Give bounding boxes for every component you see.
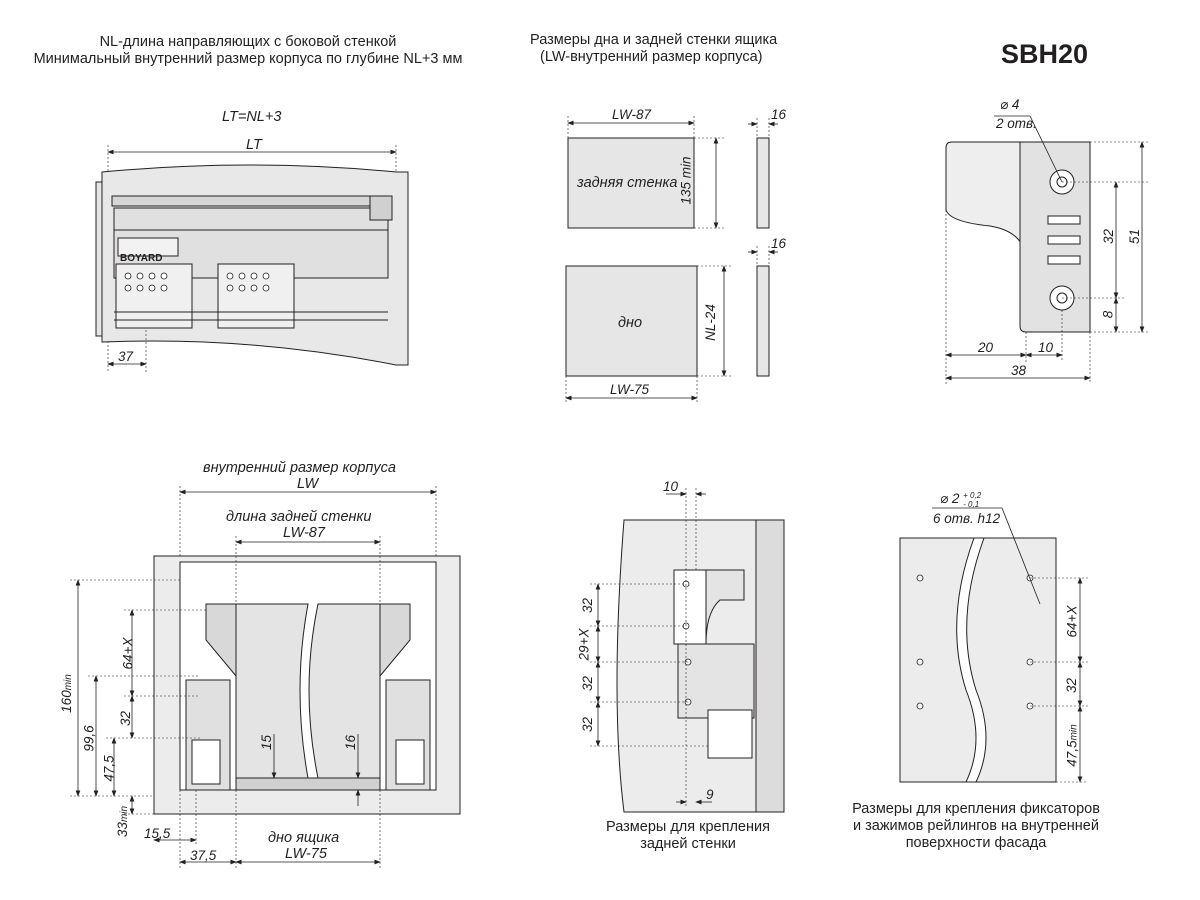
front-dim-99: 99,6 (81, 725, 97, 752)
back-height-label: 135 min (678, 156, 694, 205)
sizes-header-line2: (LW-внутренний размер корпуса) (540, 49, 763, 65)
bottom-panel (565, 265, 698, 377)
mount-dim-10: 10 (663, 479, 679, 494)
bracket-drawing (945, 115, 1150, 384)
front-dim-37-5: 37,5 (190, 848, 217, 863)
front-dim-47: 47,5 (101, 755, 117, 782)
side-view-drawing (95, 145, 409, 372)
bracket-dim-10: 10 (1038, 340, 1054, 355)
front-dim-15: 15 (259, 734, 275, 751)
front-dim-160-value: 160 (58, 690, 74, 713)
bottom-depth-label: NL-24 (702, 304, 718, 341)
facade-dim-47-value: 47,5 (1064, 740, 1080, 767)
bracket-hole-dia: ⌀ 4 (1000, 97, 1020, 112)
front-bottom-lw: LW-75 (285, 846, 327, 862)
facade-dim-47-min: min (1068, 724, 1080, 741)
back-width-label: LW-87 (612, 107, 652, 122)
front-dim-16: 16 (343, 734, 359, 751)
nl-header-line2: Минимальный внутренний размер корпуса по… (33, 51, 463, 67)
lt-formula: LT=NL+3 (222, 109, 282, 125)
front-dim-33-min: min (119, 805, 131, 823)
back-thickness-label: 16 (771, 107, 787, 122)
facade-caption-line3: поверхности фасада (905, 835, 1047, 851)
facade-caption-line2: и зажимов рейлингов на внутренней (853, 818, 1099, 834)
front-bottom-title: дно ящика (268, 830, 340, 846)
bracket-hole-count: 2 отв. (996, 116, 1037, 131)
mount-dim-32c: 32 (580, 716, 596, 733)
front-dim-33: 33min (114, 806, 133, 837)
front-dim-32: 32 (118, 710, 134, 727)
facade-hole-dia-value: ⌀ 2 (940, 491, 960, 506)
lt-label: LT (246, 137, 262, 153)
mount-dim-29x: 29+X (576, 628, 592, 661)
bracket-dim-38: 38 (1011, 363, 1027, 378)
front-dim-160: 160min (58, 674, 77, 713)
bottom-panel-edge (756, 265, 770, 377)
front-view-drawing (70, 486, 461, 868)
mount-caption-line1: Размеры для крепления (606, 819, 770, 835)
front-lw-title: внутренний размер корпуса (203, 460, 396, 476)
nl-header-line1: NL-длина направляющих с боковой стенкой (99, 34, 397, 50)
facade-hole-dia: ⌀ 2 + 0,2- 0,1 (940, 490, 997, 509)
sizes-header-line1: Размеры дна и задней стенки ящика (530, 32, 778, 48)
front-dim-33-value: 33 (115, 822, 131, 838)
mount-dim-9: 9 (706, 787, 714, 802)
facade-dim-32: 32 (1064, 677, 1080, 694)
bracket-dim-51: 51 (1127, 228, 1143, 245)
brand-logo: BOYARD (120, 253, 163, 264)
facade-dim-47: 47,5min (1064, 724, 1083, 766)
back-mount-drawing (590, 488, 785, 813)
facade-tol-plus: + 0,2 (963, 491, 982, 500)
bracket-dim-20: 20 (978, 340, 994, 355)
facade-tol-minus: - 0,1 (963, 500, 980, 509)
back-panel (567, 137, 695, 229)
bottom-panel-label: дно (618, 315, 643, 331)
front-dim-64x: 64+X (120, 637, 136, 670)
back-panel-edge (756, 137, 770, 229)
mount-dim-32b: 32 (580, 675, 596, 692)
mount-dim-32a: 32 (580, 597, 596, 614)
back-panel-label: задняя стенка (577, 175, 678, 191)
front-dim-15-5: 15,5 (144, 826, 171, 841)
bracket-dim-8: 8 (1100, 310, 1116, 319)
bottom-width-label: LW-75 (610, 382, 650, 397)
side-offset-37: 37 (118, 349, 134, 364)
front-back-title: длина задней стенки (226, 509, 372, 525)
facade-caption-line1: Размеры для крепления фиксаторов (852, 801, 1100, 817)
facade-dim-64x: 64+X (1064, 605, 1080, 638)
front-dim-160-min: min (62, 674, 74, 691)
front-back-lw: LW-87 (283, 525, 325, 541)
panels-drawing (565, 116, 778, 404)
bracket-dim-32: 32 (1101, 228, 1117, 245)
facade-drawing (899, 507, 1088, 783)
facade-hole-count: 6 отв. h12 (933, 511, 1001, 526)
front-lw: LW (297, 476, 319, 492)
model-title: SBH20 (1001, 39, 1089, 69)
mount-caption-line2: задней стенки (640, 836, 736, 852)
bottom-thickness-label: 16 (771, 236, 787, 251)
